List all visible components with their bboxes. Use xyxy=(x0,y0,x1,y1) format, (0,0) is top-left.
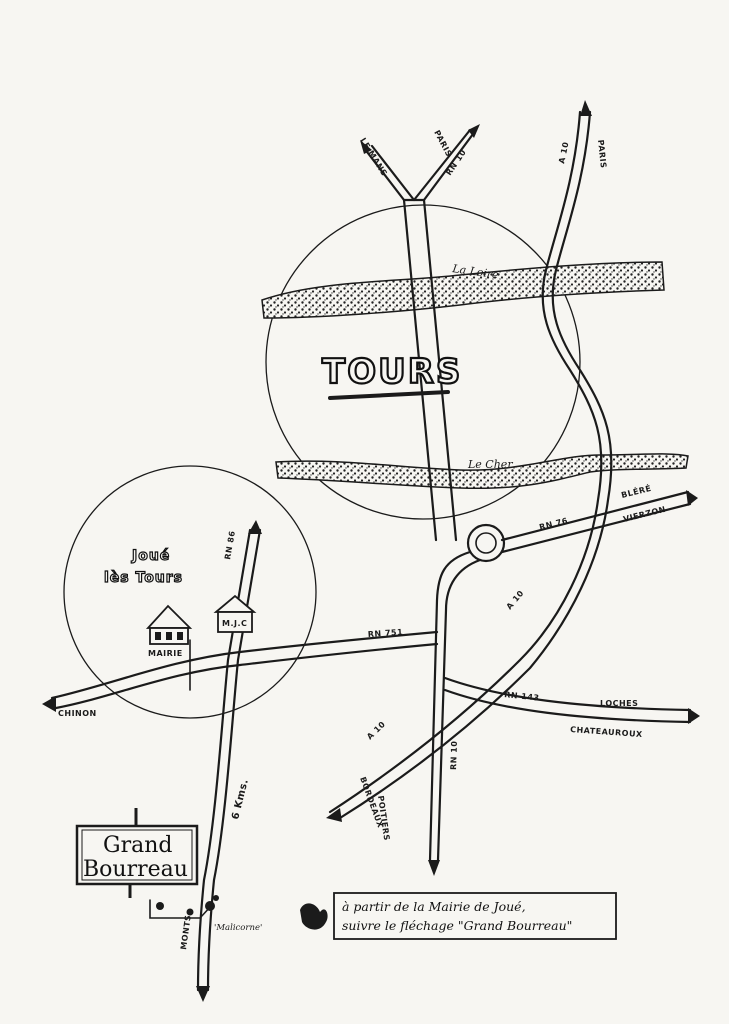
sign-line-1: Grand xyxy=(103,833,172,858)
distance-label: 6 Kms. xyxy=(230,778,251,821)
loire-river xyxy=(261,261,665,319)
dir-chinon: CHINON xyxy=(58,709,97,718)
road-a10-mid-label: A 10 xyxy=(505,589,526,612)
ornament-icon xyxy=(300,903,328,930)
dir-le-mans: LE MANS xyxy=(358,136,389,178)
dir-monts: MONTS xyxy=(179,914,193,950)
road-a10-south-label: A 10 xyxy=(365,720,387,742)
dir-paris-rn10: PARIS xyxy=(432,129,453,159)
road-rn10-south xyxy=(428,550,482,862)
sign-line-2: Bourreau xyxy=(83,857,188,882)
road-rn143-label: RN 143 xyxy=(504,690,540,703)
trees xyxy=(156,895,219,916)
tours-label: TOURS xyxy=(322,352,462,392)
road-rn751-label: RN 751 xyxy=(368,628,404,639)
note-line-2: suivre le fléchage "Grand Bourreau" xyxy=(342,918,572,933)
mjc-label: M.J.C xyxy=(222,619,247,628)
note-line-1: à partir de la Mairie de Joué, xyxy=(342,899,526,914)
joue-label-2: lès Tours xyxy=(104,570,183,586)
malicorne-label: 'Malicorne' xyxy=(214,923,262,933)
access-lane xyxy=(149,899,213,919)
road-rn10-north xyxy=(362,128,478,542)
arrow-heads xyxy=(42,100,700,1002)
mairie-building xyxy=(145,604,193,645)
road-a10-north-label: A 10 xyxy=(557,141,570,164)
road-rn10-south-label: RN 10 xyxy=(449,740,459,770)
joue-circle xyxy=(63,465,317,719)
dir-blere: BLÉRÉ xyxy=(620,482,653,500)
road-rn86 xyxy=(196,528,262,992)
road-rn143 xyxy=(443,676,692,724)
dir-paris-a10: PARIS xyxy=(596,139,608,169)
joue-label-1: Joué xyxy=(131,548,170,564)
roundabout xyxy=(466,523,506,563)
grand-bourreau-sign xyxy=(75,808,199,898)
tours-circle xyxy=(265,204,581,520)
mjc-building xyxy=(213,594,257,633)
road-rn76 xyxy=(500,490,692,554)
dir-chateauroux: CHATEAUROUX xyxy=(570,725,643,739)
road-rn76-label: RN 76 xyxy=(538,516,569,532)
road-rn751 xyxy=(50,630,439,710)
note-box xyxy=(333,892,617,940)
dir-loches: LOCHES xyxy=(600,699,638,708)
road-rn86-label: RN 86 xyxy=(223,530,237,560)
cher-river xyxy=(275,453,689,490)
mairie-label: MAIRIE xyxy=(148,649,183,658)
cher-label: Le Cher xyxy=(467,458,513,471)
tours-underline xyxy=(328,390,450,400)
